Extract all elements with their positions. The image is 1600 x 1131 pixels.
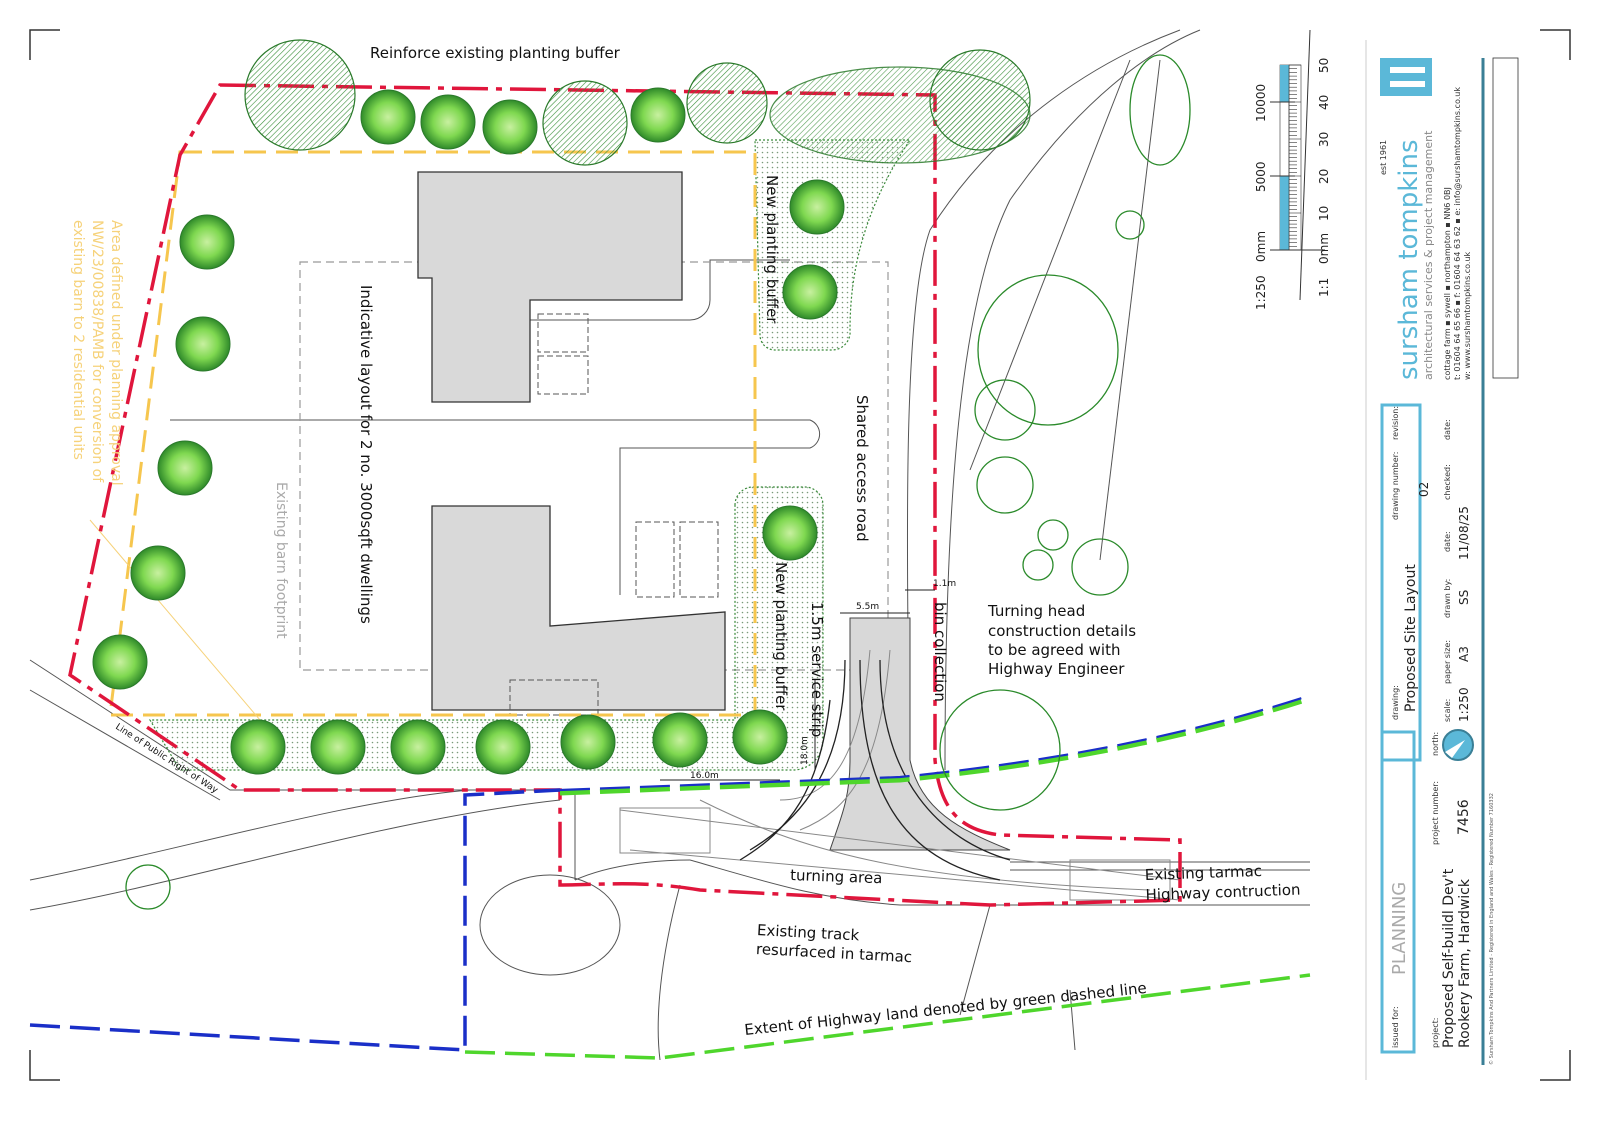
site-boundary-red (68, 83, 1182, 907)
new-trees (92, 87, 845, 775)
parking-bays (509, 313, 719, 716)
scale-field-label: scale: (1443, 699, 1452, 722)
turning-head-line-2: construction details (988, 622, 1136, 640)
scale-bottom-tick-30: 30 (1317, 132, 1331, 147)
project-label: project: (1431, 1018, 1440, 1048)
label-turning-head: Turning head construction details to be … (987, 602, 1136, 678)
company-tagline: architectural services & project managem… (1422, 130, 1435, 380)
issued-for-value: PLANNING (1389, 882, 1410, 975)
turning-vehicle-tracks (619, 649, 1181, 901)
drawn-by-label: drawn by: (1443, 579, 1452, 618)
label-new-planting-buffer-top: New planting buffer (763, 175, 781, 324)
access-road (829, 617, 1011, 851)
highway-boundary-blue (29, 788, 561, 1052)
project-line-2: Rookery Farm, Hardwick (1457, 878, 1473, 1048)
planning-area-line-1: Area defined under planning approval (108, 220, 124, 486)
scale-bottom-tick-20: 20 (1317, 169, 1331, 184)
dimension-5-5m: 5.5m (856, 602, 879, 612)
project-number: 7456 (1456, 799, 1472, 835)
dimension-1-1m: 1.1m (933, 579, 956, 589)
label-highway-extent: Extent of Highway land denoted by green … (744, 979, 1148, 1039)
dwelling-2 (431, 505, 726, 711)
company-est: est 1961 (1379, 140, 1388, 175)
label-planning-area: Area defined under planning approval NW/… (70, 220, 124, 486)
existing-track-line-1: Existing track (757, 921, 860, 944)
issued-for-box (1380, 730, 1416, 1054)
existing-tree-canopy (244, 39, 1031, 166)
scale-top-tick-10000: 10000 (1254, 84, 1268, 122)
issued-for-label: issued for: (1391, 1006, 1400, 1048)
drawing-title: Proposed Site Layout (1403, 564, 1419, 712)
drawn-by-value: SS (1457, 590, 1471, 605)
company-web: w: www.surshamtompkins.co.uk (1463, 251, 1472, 380)
company-address: cottage farm ▪ sywell ▪ northampton ▪ NN… (1443, 187, 1452, 380)
existing-tarmac-line-1: Existing tarmac (1145, 862, 1263, 884)
label-existing-barn: Existing barn footprint (273, 482, 289, 639)
crop-marks (29, 29, 1571, 1081)
scale-bottom-tick-0: 0mm (1317, 233, 1331, 264)
date2-label: date: (1443, 419, 1452, 440)
road-linework (29, 29, 1310, 1061)
drawing-number-label: drawing number: (1391, 451, 1400, 520)
company-contact: t: 01604 64 65 66 ▪ f: 01604 64 63 62 ▪ … (1453, 87, 1462, 380)
scale-bottom-tick-10: 10 (1317, 206, 1331, 221)
label-service-strip: 1.5m service strip (808, 602, 826, 737)
existing-track-line-2: resurfaced in tarmac (756, 940, 913, 966)
checked-label: checked: (1443, 464, 1452, 500)
title-block: sursham tompkins est 1961 architectural … (1365, 40, 1519, 1080)
project-line-1: Proposed Self-buildl Dev't (1441, 868, 1457, 1048)
dimension-lines (660, 589, 935, 781)
file-location-box (1492, 57, 1519, 379)
paper-size-label: paper size: (1443, 640, 1452, 684)
revision-label: revision: (1391, 406, 1400, 440)
existing-trees-outline (125, 54, 1191, 910)
company-logo (1380, 58, 1432, 96)
planning-leader-line (89, 519, 261, 721)
dwelling-1 (417, 171, 683, 403)
scale-value: 1:250 (1457, 687, 1471, 722)
label-new-planting-buffer-bottom: New planting buffer (772, 562, 790, 711)
scale-ratio-label: 1:1 (1317, 278, 1331, 297)
scale-label: 1:250 (1254, 275, 1268, 310)
project-number-label: project number: (1431, 781, 1440, 845)
scale-bar: 1:250 0mm 5000 10000 1:1 0mm 10 20 30 40… (1254, 29, 1331, 310)
turning-head-line-4: Highway Engineer (988, 660, 1125, 678)
drawing-number: 02 (1417, 482, 1431, 497)
dimension-16m: 16.0m (690, 771, 719, 781)
logo-mark (1390, 67, 1425, 87)
label-reinforce-buffer: Reinforce existing planting buffer (370, 44, 621, 62)
scale-top-tick-5000: 5000 (1254, 161, 1268, 192)
date-label: date: (1443, 531, 1452, 552)
existing-tarmac-line-2: Highway contruction (1145, 881, 1301, 904)
label-bin-collection: bin collection (931, 602, 949, 702)
north-label: north: (1431, 732, 1440, 756)
date-value: 11/08/25 (1457, 506, 1471, 560)
label-existing-track: Existing track resurfaced in tarmac (756, 921, 913, 966)
label-turning-area: turning area (790, 866, 883, 887)
north-arrow-icon (1442, 729, 1474, 761)
label-indicative-layout: Indicative layout for 2 no. 3000sqft dwe… (357, 285, 375, 624)
copyright: © Sursham Tompkins And Partners Limited … (1488, 793, 1495, 1065)
turning-head-line-1: Turning head (987, 602, 1085, 620)
drawing-label: drawing: (1391, 685, 1400, 720)
highway-boundary-blue-green (559, 697, 1306, 796)
scale-bottom-tick-50: 50 (1317, 58, 1331, 73)
planning-area-line-2: NW/23/00838/PAMB for conversion of (89, 220, 105, 483)
scale-top-tick-0: 0mm (1254, 231, 1268, 262)
label-existing-tarmac: Existing tarmac Highway contruction (1145, 862, 1301, 904)
paper-size-value: A3 (1457, 646, 1471, 662)
label-shared-access: Shared access road (853, 395, 871, 542)
company-name: sursham tompkins (1394, 140, 1424, 381)
turning-head-line-3: to be agreed with (988, 641, 1120, 659)
highway-extent-green (464, 973, 1311, 1060)
scale-bottom-tick-40: 40 (1317, 95, 1331, 110)
planning-area-line-3: existing barn to 2 residential units (70, 220, 86, 460)
dimension-18m: 18.0m (800, 736, 810, 765)
highway-boundary-blue-overlay (559, 695, 1306, 792)
